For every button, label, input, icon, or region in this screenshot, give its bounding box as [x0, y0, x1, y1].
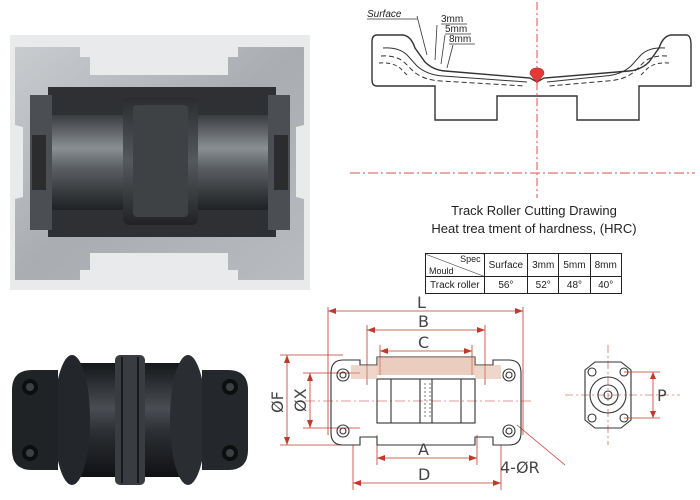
table-header: 3mm — [527, 253, 560, 277]
dim-label-A: A — [418, 440, 429, 459]
dim-label-B: B — [418, 312, 429, 331]
table-row: Track roller 56° 52° 48° 40° — [425, 276, 622, 294]
drawing-title: Track Roller Cutting Drawing — [451, 203, 617, 218]
dim-label-P: P — [657, 386, 667, 405]
end-view-drawing: P — [565, 345, 680, 445]
callout-5mm: 5mm — [445, 24, 467, 35]
track-roller-photo — [12, 355, 248, 485]
table-header: 8mm — [589, 253, 622, 277]
table-header-row: Spec Mould Surface 3mm 5mm 8mm — [425, 253, 622, 277]
table-cell: 52° — [527, 276, 560, 294]
dim-label-C: C — [418, 333, 429, 352]
table-header: 5mm — [558, 253, 591, 277]
hardness-table: Spec Mould Surface 3mm 5mm 8mm Track rol… — [425, 253, 622, 294]
dim-label-X: ØX — [291, 388, 310, 412]
cutting-drawing: Surface 3mm 5mm 8mm — [350, 2, 695, 198]
roller-profile — [371, 34, 692, 121]
dim-label-R: 4-ØR — [500, 458, 540, 477]
corner-mould-label: Mould — [429, 266, 454, 276]
dimension-drawing: L B C A D ØF ØX 4-ØR — [268, 293, 566, 490]
callout-3mm: 3mm — [441, 14, 463, 25]
table-cell: 56° — [483, 276, 529, 294]
callout-8mm: 8mm — [449, 34, 471, 45]
table-cell: 48° — [558, 276, 591, 294]
corner-spec-label: Spec — [460, 254, 481, 264]
drawing-subtitle: Heat trea tment of hardness, (HRC) — [431, 221, 637, 236]
dim-label-L: L — [417, 293, 426, 312]
table-corner-cell: Spec Mould — [425, 253, 485, 277]
hardness-marker — [529, 67, 545, 84]
table-cell: 40° — [589, 276, 622, 294]
table-header: Surface — [483, 253, 529, 277]
cutaway-roller-photo — [10, 35, 310, 290]
callout-surface: Surface — [367, 9, 402, 20]
dim-label-D: D — [418, 465, 430, 484]
row-label: Track roller — [425, 276, 485, 294]
dim-label-F: ØF — [268, 391, 287, 413]
